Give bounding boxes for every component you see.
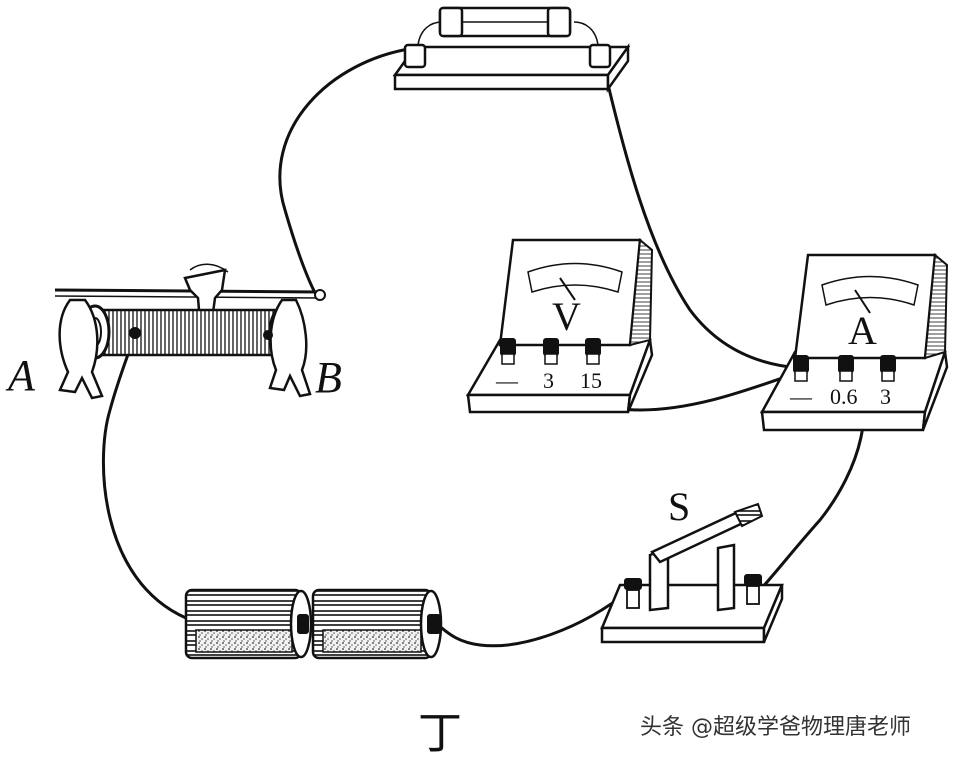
voltmeter-terminal-minus	[500, 338, 516, 365]
fuse-clip-right	[573, 21, 599, 46]
voltmeter-terminal-15	[585, 338, 601, 365]
ammeter: A — 0.6 3	[759, 253, 949, 432]
battery-cell-left	[184, 588, 313, 660]
rheostat-label-b: B	[315, 353, 342, 402]
ammeter-terminal-label-0-6: 0.6	[830, 384, 858, 409]
rheostat-rod	[54, 288, 321, 294]
voltmeter-terminal-3	[543, 338, 559, 365]
voltmeter-terminal-label-15: 15	[580, 368, 602, 393]
fuse-terminal-left	[403, 43, 427, 69]
switch-base-front	[600, 626, 766, 644]
watermark: 头条 @超级学爸物理唐老师	[640, 715, 911, 740]
fuse-base-side	[606, 43, 630, 93]
rheostat-coil	[93, 308, 282, 357]
fuse-cap-right	[546, 6, 572, 38]
ammeter-symbol: A	[848, 308, 877, 353]
ammeter-base-side	[921, 351, 949, 431]
figure-caption: 丁	[418, 708, 462, 759]
knife-switch: S	[600, 484, 784, 644]
voltmeter-base-side	[626, 339, 654, 413]
wire-fuse-to-ammeter	[598, 48, 802, 370]
switch-base-side	[762, 584, 784, 643]
wire-switch-to-battery	[436, 588, 632, 648]
voltmeter-body-side	[628, 238, 654, 347]
rheostat-stand-left	[58, 298, 104, 400]
switch-jaw-post	[716, 543, 736, 612]
switch-handle	[733, 502, 764, 528]
ammeter-terminal-3	[880, 355, 896, 382]
ammeter-scale	[821, 275, 919, 306]
voltmeter-terminal-label-minus: —	[495, 368, 519, 393]
fuse-terminal-right	[588, 43, 612, 69]
fuse	[392, 6, 631, 93]
voltmeter-scale	[527, 262, 623, 293]
sliding-rheostat: A B	[5, 263, 342, 402]
voltmeter-symbol: V	[552, 294, 581, 339]
rheostat-rod-end	[314, 289, 326, 301]
ammeter-terminal-minus	[793, 355, 809, 382]
ammeter-body-side	[923, 253, 949, 360]
rheostat-label-a: A	[5, 351, 36, 400]
rheostat-terminal-b	[263, 330, 273, 340]
switch-symbol: S	[668, 484, 690, 529]
rheostat-terminal-a	[129, 327, 141, 339]
ammeter-terminal-label-minus: —	[789, 384, 813, 409]
voltmeter: V — 3 15	[465, 238, 654, 414]
fuse-base-front	[393, 73, 610, 91]
fuse-clip-left	[417, 21, 443, 46]
fuse-cap-left	[438, 6, 464, 38]
battery-pack	[184, 588, 443, 660]
wire-battery-to-rheostat	[102, 333, 188, 620]
battery-cell-right	[311, 588, 443, 660]
rheostat-stand-right	[268, 298, 312, 398]
wire-fuse-to-rheostat	[278, 46, 417, 300]
switch-terminal-left	[624, 578, 642, 609]
voltmeter-terminal-label-3: 3	[543, 368, 554, 393]
ammeter-base-front	[760, 410, 927, 432]
ammeter-terminal-label-3: 3	[880, 384, 891, 409]
switch-terminal-right	[744, 574, 762, 605]
ammeter-terminal-0-6	[838, 355, 854, 382]
voltmeter-base-front	[466, 393, 632, 414]
